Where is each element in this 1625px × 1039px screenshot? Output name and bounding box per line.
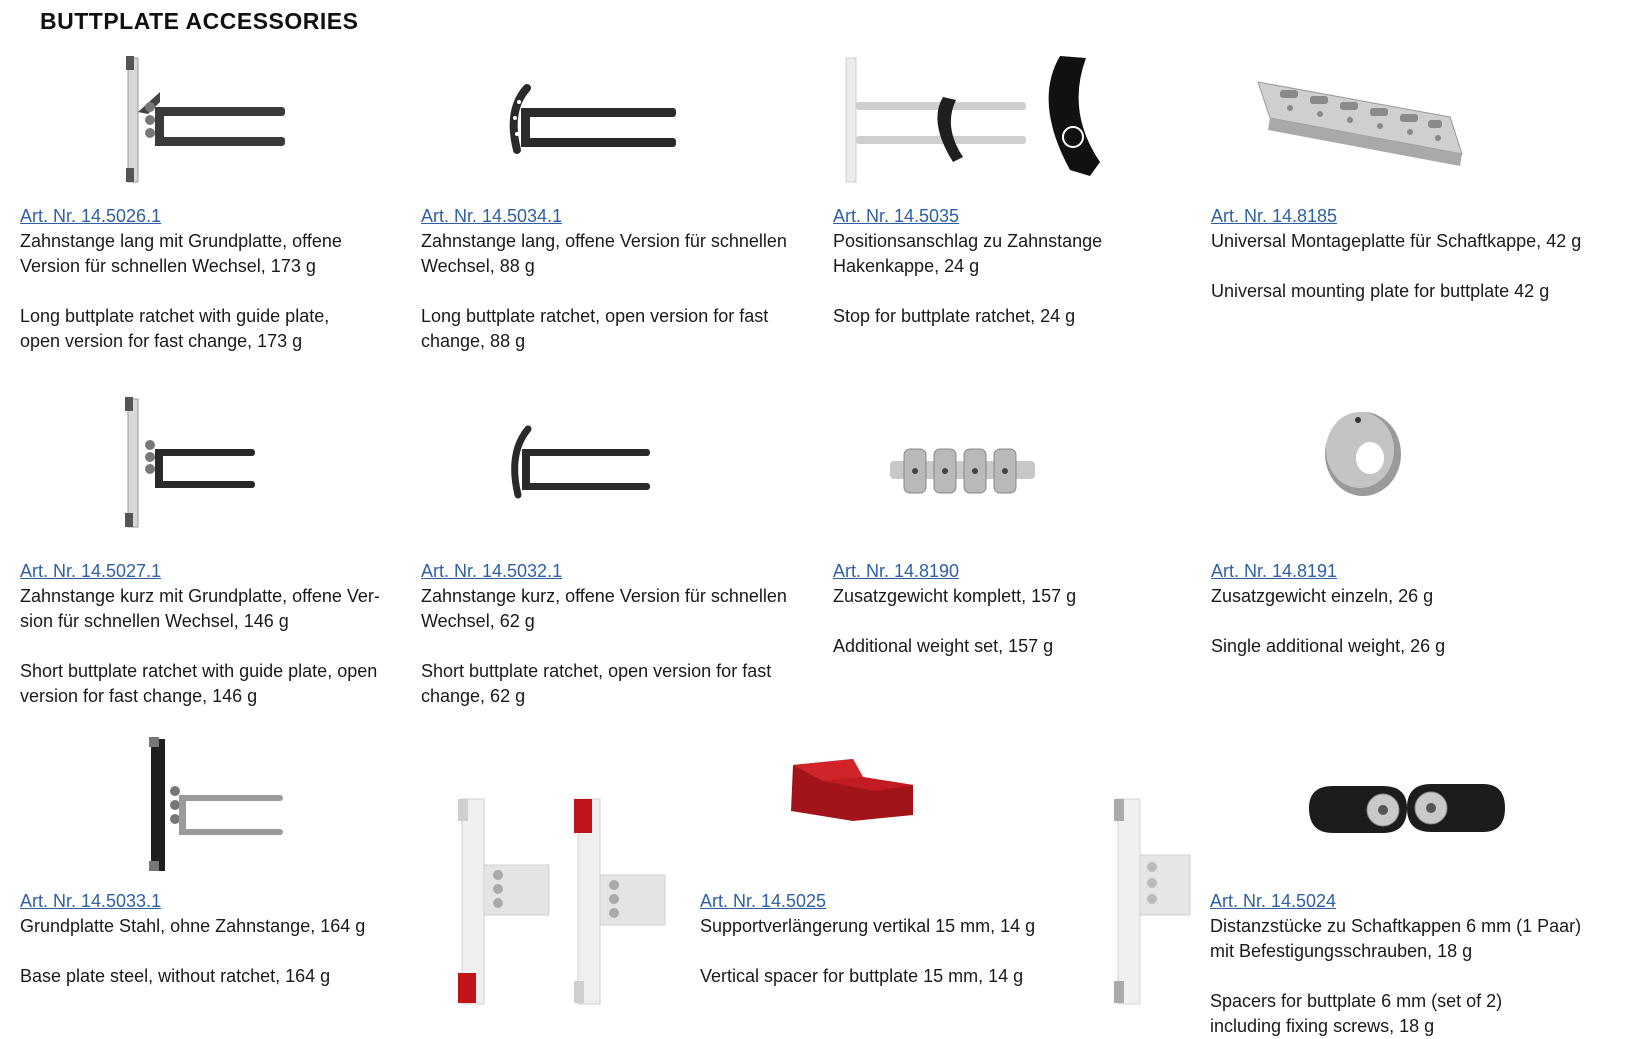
description-de: Zahnstange kurz, offene Version für schn… xyxy=(421,586,787,631)
short-ratchet-image xyxy=(511,425,650,499)
description-de: Supportverlängerung vertikal 15 mm, 14 g xyxy=(700,916,1036,936)
description-de: Grundplatte Stahl, ohne Zahnstange, 164 … xyxy=(20,916,366,936)
description-de: Zahnstange lang mit Grundplatte, offene … xyxy=(20,231,342,276)
short-ratchet-with-plate-image xyxy=(125,397,255,528)
article-number-link[interactable]: Art. Nr. 14.5027.1 xyxy=(20,561,162,581)
description-de: Zusatzgewicht komplett, 157 g xyxy=(833,586,1077,606)
description-en: Long buttplate ratchet, open version for… xyxy=(421,306,769,351)
description-en: Single additional weight, 26 g xyxy=(1211,636,1446,656)
description-de: Zusatzgewicht einzeln, 26 g xyxy=(1211,586,1434,606)
product-14-5025: Art. Nr. 14.5025 Supportverlängerung ver… xyxy=(700,889,1035,989)
description-en: Vertical spacer for buttplate 15 mm, 14 … xyxy=(700,966,1024,986)
article-number-link[interactable]: Art. Nr. 14.5025 xyxy=(700,891,827,911)
mounting-plate-image xyxy=(1257,81,1463,166)
vertical-spacer-assembly-image xyxy=(458,798,666,1005)
description-en: Long buttplate ratchet with guide plate,… xyxy=(20,306,330,351)
article-number-link[interactable]: Art. Nr. 14.5032.1 xyxy=(421,561,563,581)
article-number-link[interactable]: Art. Nr. 14.5034.1 xyxy=(421,206,563,226)
description-de: Zahnstange lang, offene Version für schn… xyxy=(421,231,787,276)
product-14-5032-1: Art. Nr. 14.5032.1 Zahnstange kurz, offe… xyxy=(421,559,787,709)
product-14-5035: Art. Nr. 14.5035 Positionsanschlag zu Za… xyxy=(833,204,1102,329)
spacers-with-screws-image xyxy=(1309,784,1505,833)
ratchet-stop-image xyxy=(845,56,1100,183)
product-14-5033-1: Art. Nr. 14.5033.1 Grundplatte Stahl, oh… xyxy=(20,889,365,989)
description-en: Short buttplate ratchet with guide plate… xyxy=(20,661,378,706)
vertical-spacer-image xyxy=(791,759,913,821)
article-number-link[interactable]: Art. Nr. 14.8191 xyxy=(1211,561,1338,581)
description-en: Spacers for buttplate 6 mm (set of 2) in… xyxy=(1210,991,1503,1036)
description-en: Short buttplate ratchet, open version fo… xyxy=(421,661,772,706)
product-14-5034-1: Art. Nr. 14.5034.1 Zahnstange lang, offe… xyxy=(421,204,787,354)
description-en: Base plate steel, without ratchet, 164 g xyxy=(20,966,331,986)
long-ratchet-with-plate-image xyxy=(126,56,285,183)
article-number-link[interactable]: Art. Nr. 14.5035 xyxy=(833,206,960,226)
article-number-link[interactable]: Art. Nr. 14.8185 xyxy=(1211,206,1338,226)
description-en: Additional weight set, 157 g xyxy=(833,636,1054,656)
article-number-link[interactable]: Art. Nr. 14.8190 xyxy=(833,561,960,581)
weight-set-image xyxy=(890,448,1035,494)
article-number-link[interactable]: Art. Nr. 14.5026.1 xyxy=(20,206,162,226)
spacer-plate-image xyxy=(1114,798,1191,1005)
description-de: Distanzstücke zu Schaftkappen 6 mm (1 Pa… xyxy=(1210,916,1582,961)
description-de: Zahnstange kurz mit Grundplatte, offene … xyxy=(20,586,380,631)
single-weight-image xyxy=(1325,412,1401,496)
description-en: Universal mounting plate for buttplate 4… xyxy=(1211,281,1550,301)
steel-base-plate-image xyxy=(149,737,283,871)
article-number-link[interactable]: Art. Nr. 14.5024 xyxy=(1210,891,1337,911)
description-de: Universal Montageplatte für Schaftkappe,… xyxy=(1211,231,1582,251)
description-de: Positionsanschlag zu Zahnstange Hakenkap… xyxy=(833,231,1103,276)
long-ratchet-image xyxy=(509,84,676,154)
article-number-link[interactable]: Art. Nr. 14.5033.1 xyxy=(20,891,162,911)
product-14-8190: Art. Nr. 14.8190 Zusatzgewicht komplett,… xyxy=(833,559,1076,659)
product-14-5027-1: Art. Nr. 14.5027.1 Zahnstange kurz mit G… xyxy=(20,559,380,709)
description-en: Stop for buttplate ratchet, 24 g xyxy=(833,306,1076,326)
product-14-5024: Art. Nr. 14.5024 Distanzstücke zu Schaft… xyxy=(1210,889,1581,1039)
page-title: BUTTPLATE ACCESSORIES xyxy=(40,8,359,34)
product-14-8191: Art. Nr. 14.8191 Zusatzgewicht einzeln, … xyxy=(1211,559,1445,659)
product-14-8185: Art. Nr. 14.8185 Universal Montageplatte… xyxy=(1211,204,1581,304)
product-14-5026-1: Art. Nr. 14.5026.1 Zahnstange lang mit G… xyxy=(20,204,342,354)
